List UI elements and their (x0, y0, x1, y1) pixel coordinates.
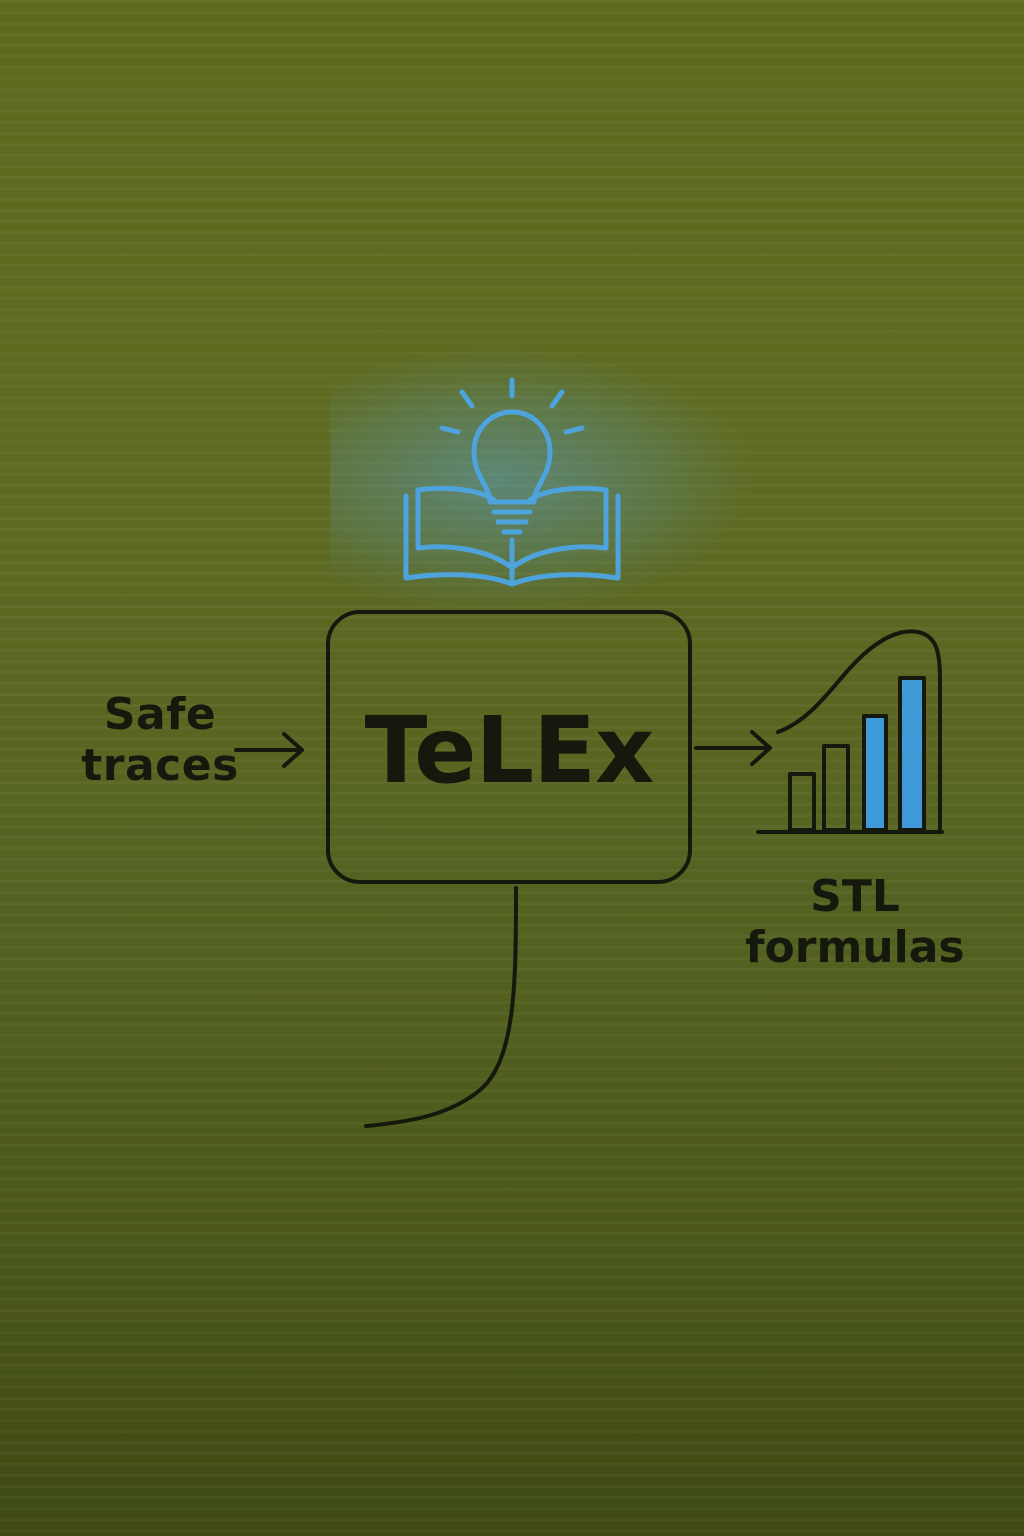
output-arrow-head (750, 730, 772, 766)
output-label-line-2: formulas (745, 921, 965, 973)
input-arrow-head (282, 732, 304, 768)
output-label: STL formulas (720, 871, 990, 973)
chart-bar-1 (788, 772, 816, 832)
output-label-line-1: STL (810, 871, 900, 922)
input-label: Safe traces (70, 689, 250, 791)
input-label-line-1: Safe (103, 689, 217, 740)
chart-bar-4 (898, 676, 926, 832)
chart-curve (776, 629, 942, 834)
chart-bar-2 (822, 744, 850, 832)
input-label-line-2: traces (81, 739, 239, 791)
box-tail-connector (364, 886, 518, 1128)
chart-bar-3 (862, 714, 888, 832)
core-process-box: TeLEx (326, 610, 692, 884)
core-title: TeLEx (364, 696, 655, 804)
